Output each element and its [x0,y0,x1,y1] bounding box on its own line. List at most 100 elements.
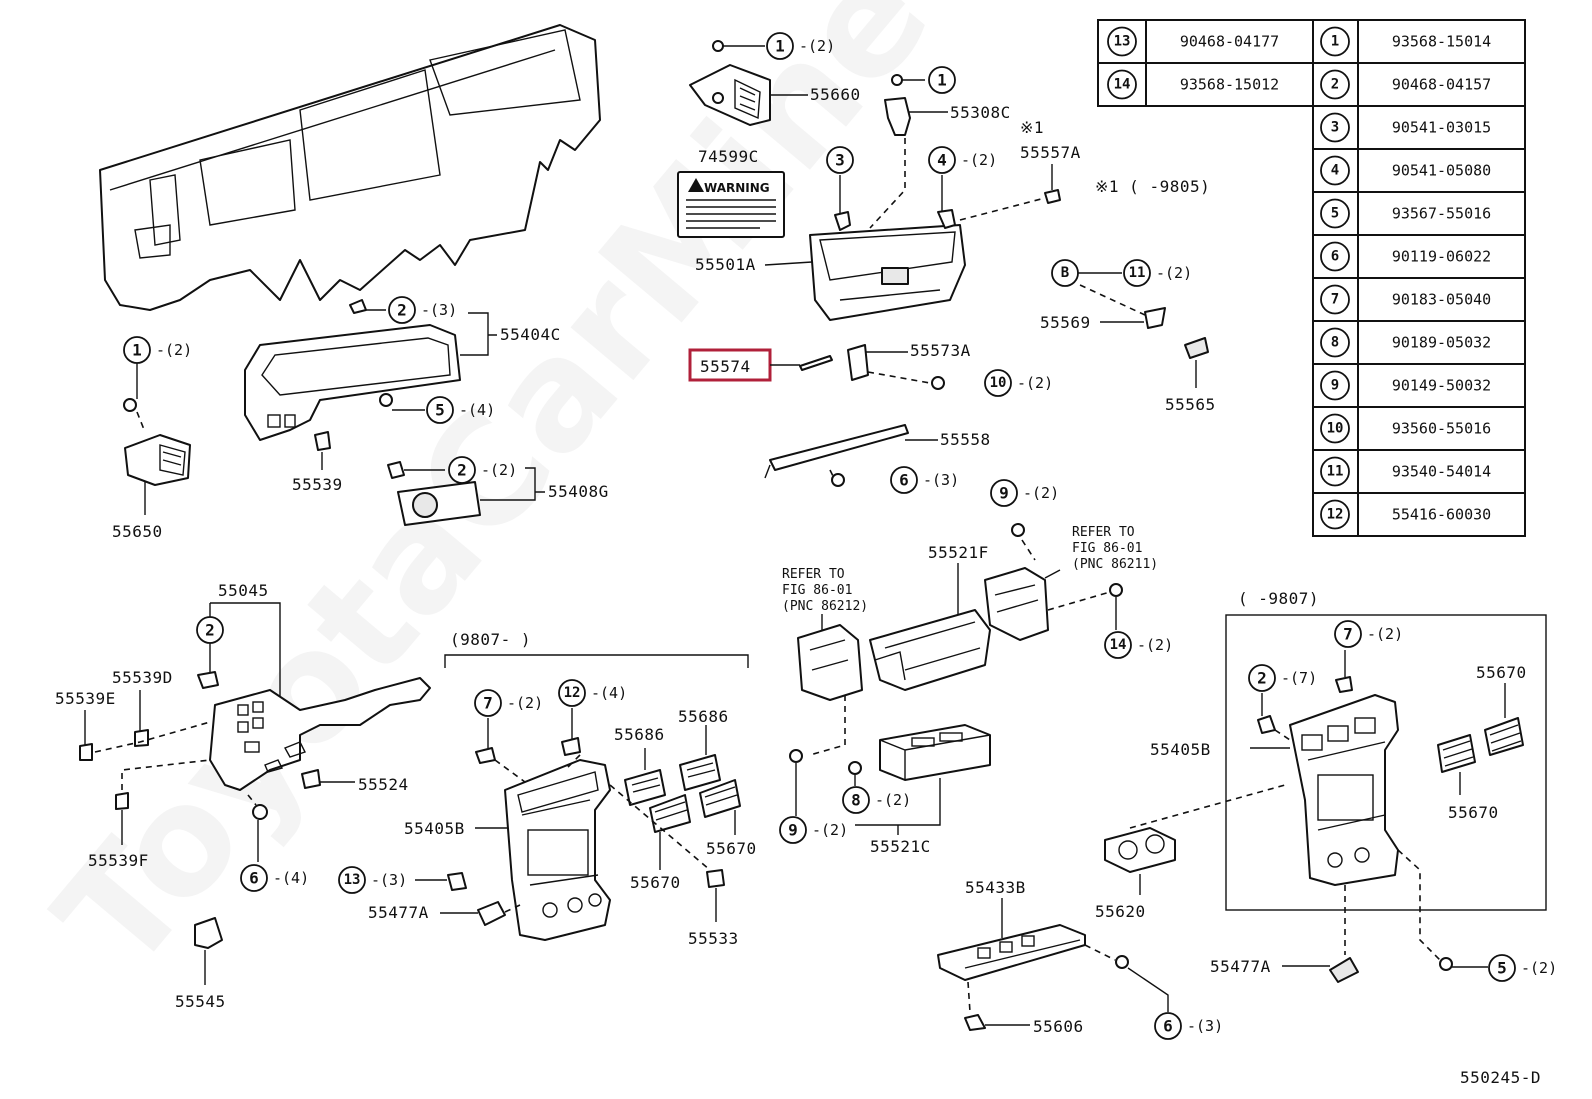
callout-quantity: -(2) [156,341,192,359]
callout-number: 6 [1163,1017,1173,1036]
table-ref-circle [1320,327,1350,358]
callout-number: 2 [205,621,215,640]
table-part-number: 90149-50032 [1392,377,1491,395]
table-part-number: 93568-15014 [1392,33,1491,51]
table-part-number: 55416-60030 [1392,506,1491,524]
label-55660: 55660 [810,85,861,104]
table-part-number: 90468-04177 [1180,33,1279,51]
table-ref-number: 3 [1331,120,1339,136]
label-55557A: 55557A [1020,143,1081,162]
label-55569: 55569 [1040,313,1091,332]
note1-mark: ※1 [1020,118,1044,137]
callout-quantity: -(2) [1017,374,1053,392]
callout-number: 1 [937,71,947,90]
callout-circle [1334,620,1362,648]
callout-quantity: -(2) [481,461,517,479]
table-ref-number: 6 [1331,249,1339,265]
table-ref-number: 11 [1327,464,1344,480]
label-55670-d: 55670 [1448,803,1499,822]
label-55686-b: 55686 [678,707,729,726]
label-55477A-b: 55477A [1210,957,1271,976]
callout-number: 4 [937,151,947,170]
table-ref-number: 1 [1331,34,1339,50]
refer-a-line1: REFER TO [1072,525,1135,540]
table-ref-number: 5 [1331,206,1339,222]
callout-number: 2 [1257,669,1267,688]
callout-quantity: -(4) [273,869,309,887]
range-b: ( -9807) [1238,589,1319,608]
callout-quantity: -(4) [591,684,627,702]
callout-quantity: -(2) [1156,264,1192,282]
callout-number: 11 [1129,265,1146,281]
label-55521C: 55521C [870,837,931,856]
table-ref-circle [1320,456,1350,487]
label-55686-a: 55686 [614,725,665,744]
label-55404C: 55404C [500,325,561,344]
callout-quantity: -(2) [812,821,848,839]
vent-55660 [689,64,771,126]
table-ref-number: 10 [1327,421,1344,437]
callout-circle [1104,631,1132,659]
table-ref-circle [1320,26,1350,57]
callout-number: 7 [483,694,493,713]
label-55045: 55045 [218,581,269,600]
callout-circle [928,66,956,94]
refer-b-line3: (PNC 86212) [782,599,868,614]
callout-quantity: -(2) [1521,959,1557,977]
callout-number: 6 [249,869,259,888]
callout-number: 12 [564,685,581,701]
label-55501A: 55501A [695,255,756,274]
label-55670-b: 55670 [706,839,757,858]
dashboard-panel [99,24,601,311]
label-55574[interactable]: 55574 [700,357,751,376]
label-55308C: 55308C [950,103,1011,122]
callout-circle [388,296,416,324]
callout-quantity: -(2) [507,694,543,712]
label-55573A: 55573A [910,341,971,360]
table-part-number: 93567-55016 [1392,205,1491,223]
callout-circle [842,786,870,814]
callout-circle [990,479,1018,507]
table-ref-number: 7 [1331,292,1339,308]
label-55539F: 55539F [88,851,149,870]
box-55521C [879,724,991,781]
callout-number: 1 [775,37,785,56]
callout-number: 1 [132,341,142,360]
table-ref-circle [1320,241,1350,272]
center-panel-55405B [504,759,611,941]
lower-panel-55045 [209,677,431,791]
callout-quantity: -(2) [1367,625,1403,643]
vent-55670-a [649,794,691,833]
label-55524: 55524 [358,775,409,794]
latch-55308C [884,74,911,136]
callout-number: 8 [851,791,861,810]
table-ref-circle [1320,198,1350,229]
callout-quantity: -(3) [371,871,407,889]
label-55545: 55545 [175,992,226,1011]
label-55558: 55558 [940,430,991,449]
refer-b-line2: FIG 86-01 [782,583,852,598]
table-ref-number: 2 [1331,77,1339,93]
range-a: (9807- ) [450,630,531,649]
table-part-number: 90183-05040 [1392,291,1491,309]
callout-number: 9 [999,484,1009,503]
table-part-number: 93568-15012 [1180,76,1279,94]
table-part-number: 90189-05032 [1392,334,1491,352]
label-55539E: 55539E [55,689,116,708]
callout-circle [1123,259,1151,287]
label-55405B-a: 55405B [404,819,465,838]
callout-circle [1248,664,1276,692]
callout-quantity: -(3) [421,301,457,319]
table-ref-number: 4 [1331,163,1339,179]
center-panel-55405B-b [1289,694,1399,886]
refer-a-line3: (PNC 86211) [1072,557,1158,572]
label-55606: 55606 [1033,1017,1084,1036]
tray-55433B [937,924,1086,981]
callout-number: 6 [899,471,909,490]
bracket-55558 [764,424,909,479]
warning-label-74599C: WARNING [677,171,785,238]
callout-circle [240,864,268,892]
table-part-number: 93540-54014 [1392,463,1491,481]
table-part-number: 90541-05080 [1392,162,1491,180]
